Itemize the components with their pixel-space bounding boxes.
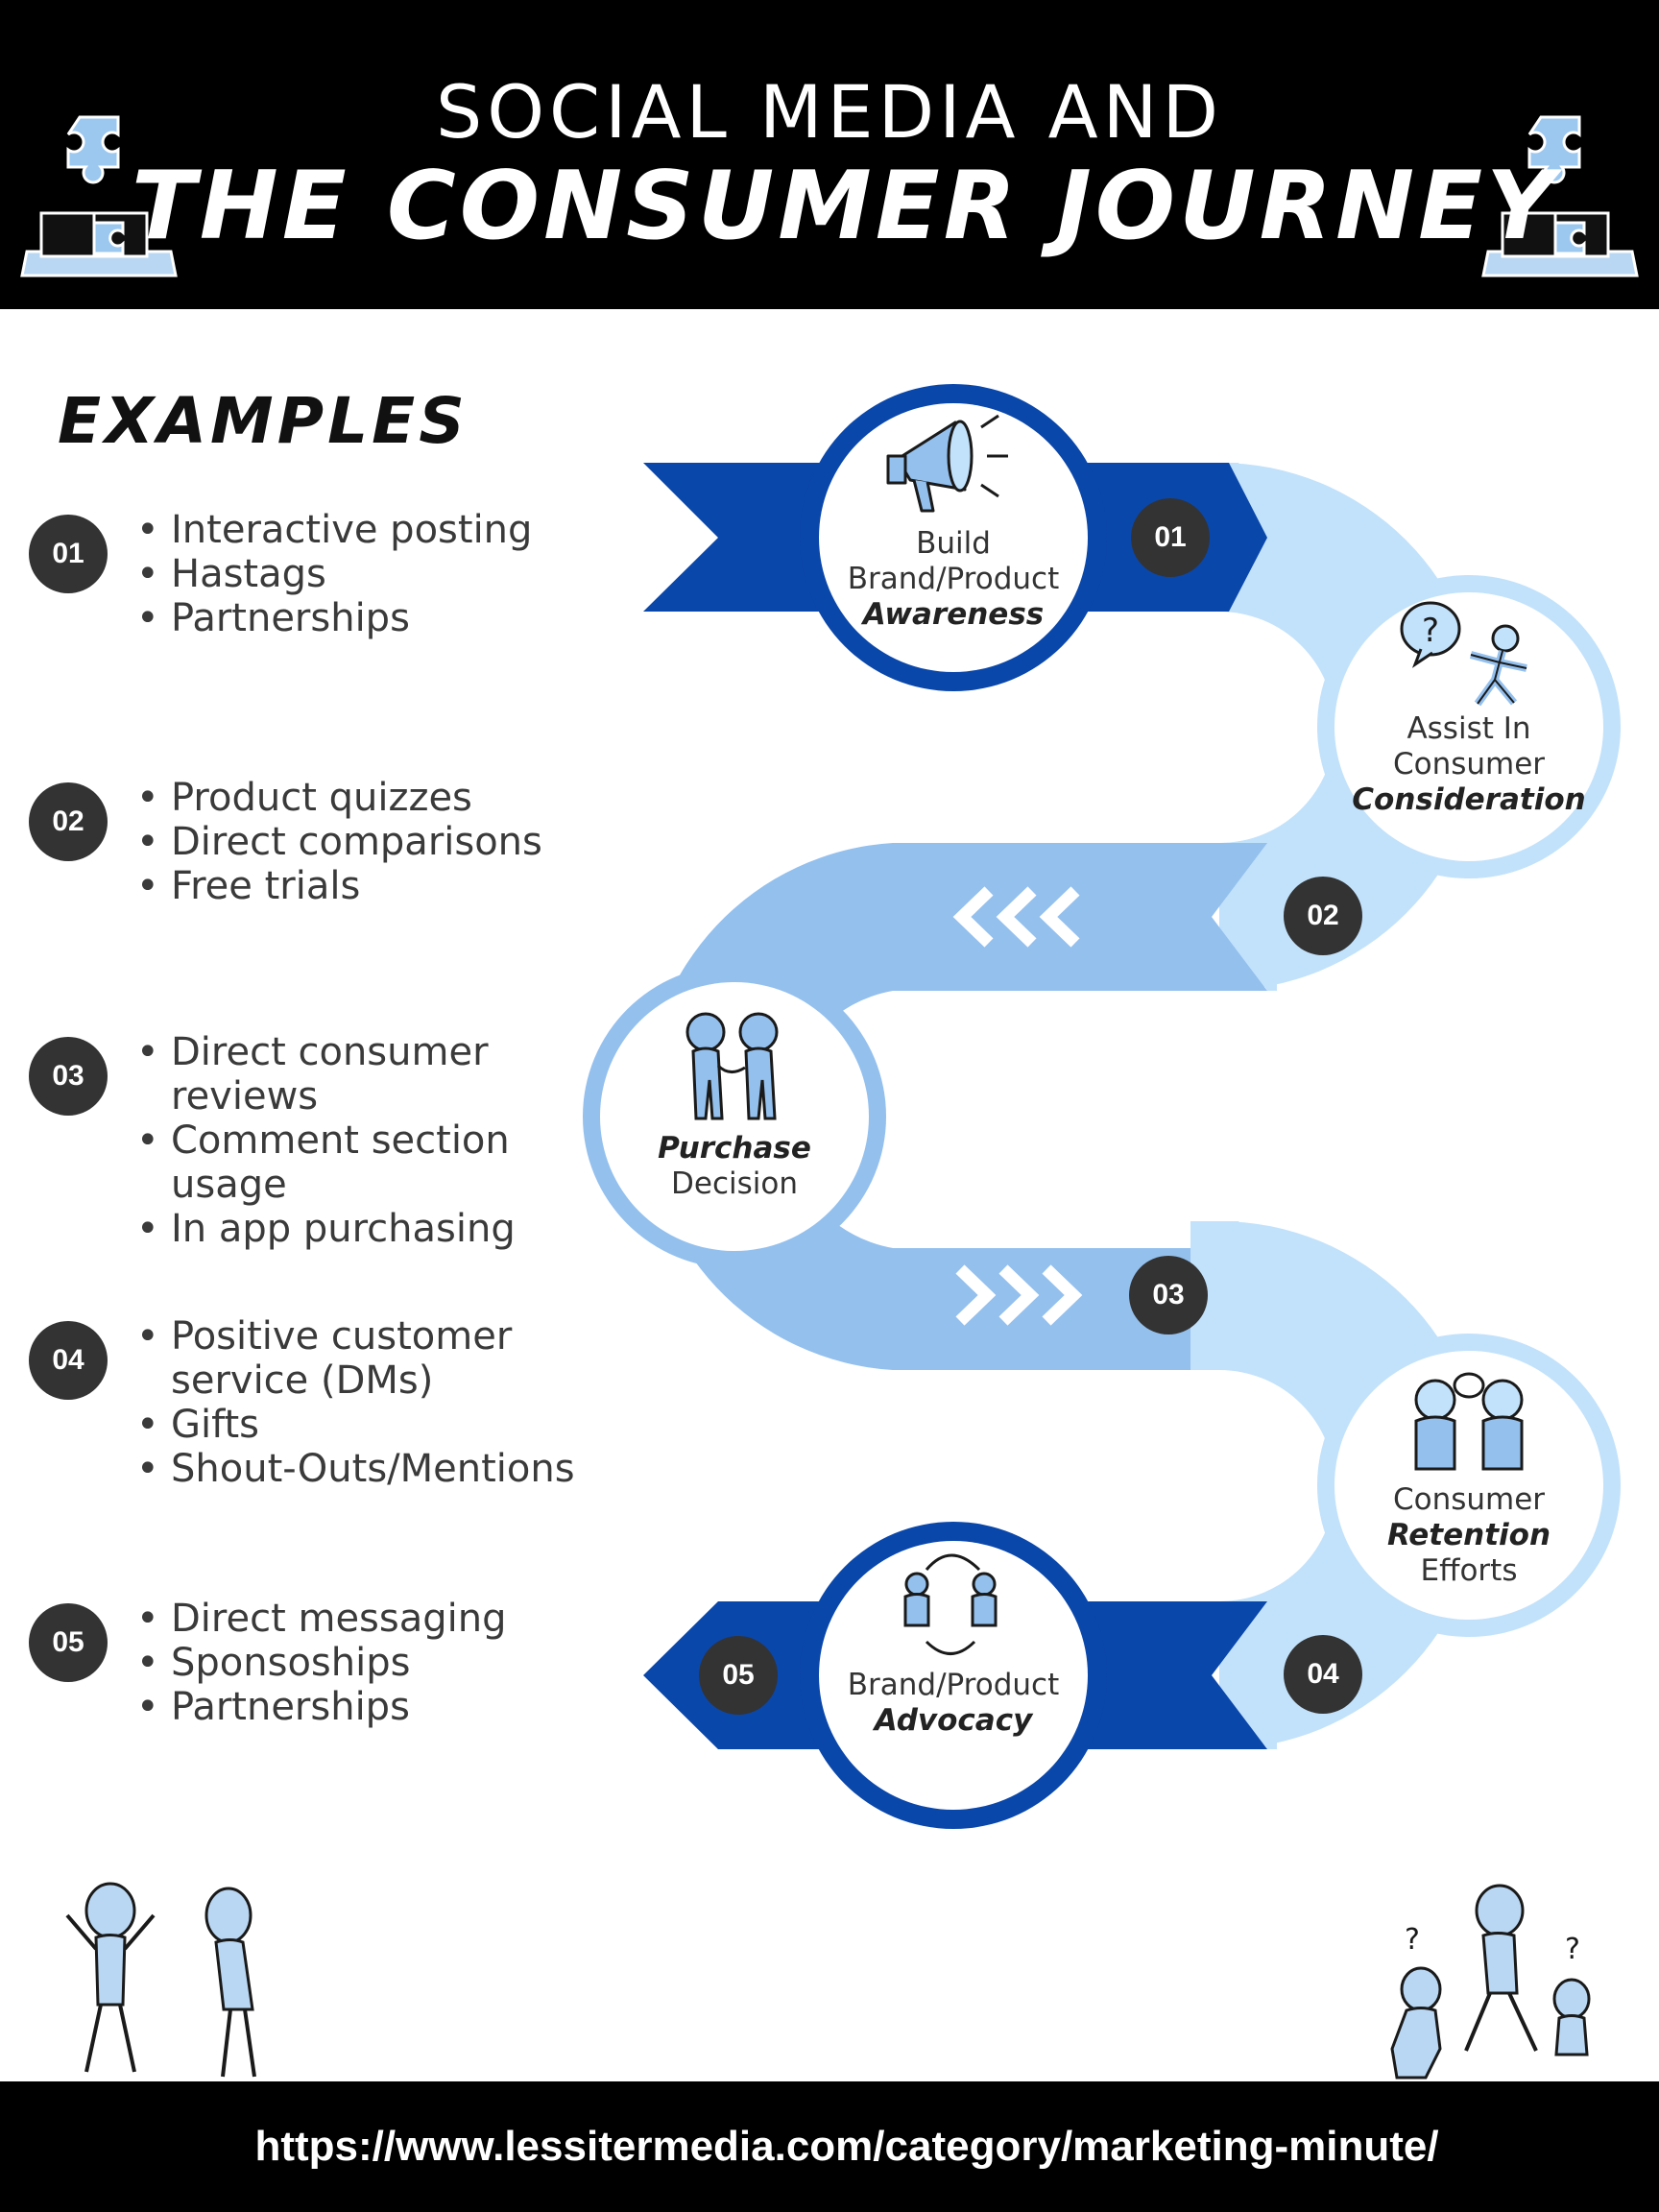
- list-item: Sponsoships: [136, 1641, 507, 1685]
- example-list: Positive customer service (DMs) Gifts Sh…: [136, 1314, 597, 1491]
- step-badge-03: 03: [1129, 1256, 1208, 1334]
- list-item: Partnerships: [136, 1685, 507, 1729]
- step-badge-05: 05: [699, 1636, 778, 1715]
- footer-url-link[interactable]: https://www.lessitermedia.com/category/m…: [254, 2123, 1439, 2170]
- step-5-emphasis: Advocacy: [874, 1703, 1033, 1738]
- step-4-line1: Consumer: [1392, 1482, 1546, 1517]
- question-person-icon: ?: [1400, 601, 1527, 707]
- list-item: In app purchasing: [136, 1207, 540, 1251]
- step-2-emphasis: Consideration: [1352, 782, 1586, 817]
- header-banner: [0, 0, 1659, 309]
- puzzle-icon-left: [20, 115, 178, 277]
- list-item: Shout-Outs/Mentions: [136, 1447, 597, 1491]
- handshake-icon: [685, 1012, 779, 1120]
- step-3-line2: Decision: [671, 1166, 798, 1201]
- step-3-label: Purchase Decision: [600, 1131, 869, 1202]
- example-badge: 05: [29, 1603, 108, 1682]
- list-item: Hastags: [136, 552, 532, 596]
- step-4-line3: Efforts: [1420, 1553, 1518, 1588]
- step-circle-3: [600, 982, 869, 1251]
- step-badge-04: 04: [1284, 1635, 1362, 1714]
- step-3-emphasis: Purchase: [658, 1131, 811, 1166]
- list-item: Direct comparisons: [136, 820, 542, 864]
- list-item: Free trials: [136, 864, 542, 908]
- svg-text:?: ?: [1422, 612, 1439, 650]
- path-arrow-3: [1219, 1221, 1286, 1370]
- example-list: Direct consumer reviews Comment section …: [136, 1030, 540, 1251]
- list-item: Comment section usage: [136, 1118, 540, 1207]
- example-badge: 02: [29, 782, 108, 861]
- step-1-label: Build Brand/Product Awareness: [819, 526, 1088, 633]
- list-item: Direct consumer reviews: [136, 1030, 540, 1118]
- example-badge: 03: [29, 1037, 108, 1116]
- chevron-left-icon: [952, 886, 1080, 948]
- examples-heading: EXAMPLES: [58, 384, 469, 458]
- footer-banner: [0, 2081, 1659, 2212]
- list-item: Direct messaging: [136, 1597, 507, 1641]
- title-line-1: SOCIAL MEDIA AND: [435, 69, 1224, 155]
- list-item: Positive customer service (DMs): [136, 1314, 597, 1403]
- list-item: Partnerships: [136, 596, 532, 640]
- step-2-line2: Consumer: [1392, 747, 1546, 781]
- list-item: Product quizzes: [136, 776, 542, 820]
- step-circle-4: [1334, 1351, 1603, 1620]
- step-badge-01: 01: [1131, 498, 1210, 577]
- example-badge: 04: [29, 1321, 108, 1400]
- step-1-line2: Brand/Product: [847, 562, 1060, 596]
- megaphone-icon: [886, 414, 1008, 513]
- title-line-2: THE CONSUMER JOURNEY: [131, 152, 1559, 261]
- svg-text:?: ?: [1405, 1923, 1420, 1957]
- list-item: Interactive posting: [136, 508, 532, 552]
- example-list: Direct messaging Sponsoships Partnership…: [136, 1597, 507, 1729]
- stick-figures-right-icon: ? ?: [1390, 1884, 1591, 2080]
- step-4-emphasis: Retention: [1386, 1518, 1551, 1552]
- example-badge: 01: [29, 515, 108, 593]
- example-list: Interactive posting Hastags Partnerships: [136, 508, 532, 640]
- path-arrow-2: [1219, 843, 1277, 991]
- step-badge-02: 02: [1284, 877, 1362, 955]
- path-arrow-4: [1219, 1601, 1277, 1749]
- example-list: Product quizzes Direct comparisons Free …: [136, 776, 542, 908]
- exchange-people-icon: [903, 1553, 998, 1655]
- conversation-icon: [1414, 1372, 1524, 1471]
- step-2-line1: Assist In: [1407, 711, 1531, 746]
- step-5-line1: Brand/Product: [847, 1668, 1060, 1702]
- svg-text:?: ?: [1565, 1933, 1580, 1966]
- step-1-line1: Build: [916, 526, 991, 561]
- step-2-label: Assist In Consumer Consideration: [1334, 711, 1603, 818]
- list-item: Gifts: [136, 1403, 597, 1447]
- step-5-label: Brand/Product Advocacy: [819, 1668, 1088, 1739]
- step-circle-1: [819, 403, 1088, 672]
- chevron-right-icon: [955, 1264, 1083, 1326]
- puzzle-icon-right: [1481, 115, 1639, 277]
- stick-figures-left-icon: [65, 1882, 256, 2078]
- step-1-emphasis: Awareness: [862, 597, 1045, 632]
- step-4-label: Consumer Retention Efforts: [1334, 1482, 1603, 1589]
- step-circle-2: [1334, 592, 1603, 861]
- step-circle-5: [819, 1541, 1088, 1810]
